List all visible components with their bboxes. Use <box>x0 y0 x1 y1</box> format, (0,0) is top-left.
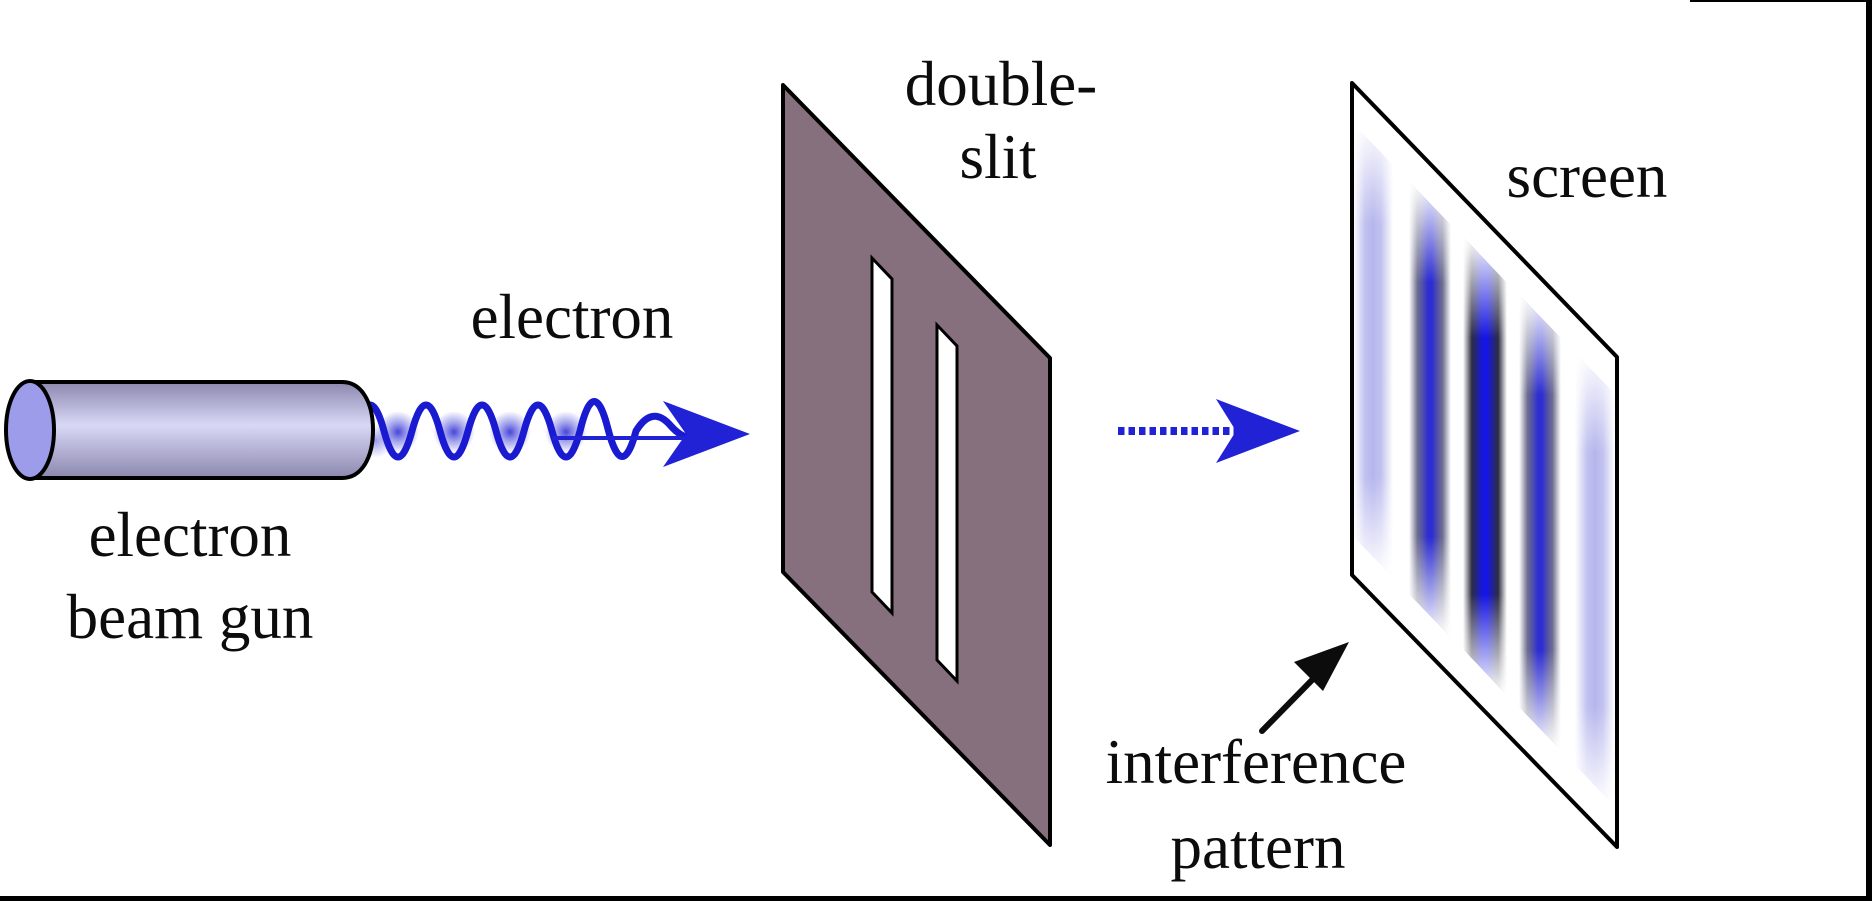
plate-panel <box>781 83 1052 847</box>
label-electron-beam-gun-line2: beam gun <box>67 582 314 652</box>
fringe-fade <box>1409 182 1451 637</box>
fringe-faint-1 <box>1353 124 1393 577</box>
label-electron-beam-gun-line1: electron <box>89 500 292 570</box>
dotted-arrowhead-icon <box>1216 399 1300 463</box>
label-electron: electron <box>471 282 674 352</box>
fringe-faint-2 <box>1575 353 1615 806</box>
gun-body <box>28 380 375 480</box>
pointer-arrowhead-icon <box>1294 642 1349 691</box>
double-slit-plate <box>781 83 1052 847</box>
fringe-fade <box>1575 353 1615 806</box>
label-interference-line2: pattern <box>1171 812 1346 882</box>
electron-beam-gun-cylinder <box>4 379 375 481</box>
detection-screen <box>1350 81 1619 849</box>
fringe-fade <box>1463 237 1507 695</box>
slit-left <box>870 254 894 617</box>
fringe-medium-1 <box>1409 182 1451 637</box>
label-interference-line1: interference <box>1106 727 1407 797</box>
fringe-medium-2 <box>1519 295 1561 750</box>
border-right <box>1866 0 1872 901</box>
gun-end-cap <box>4 379 56 481</box>
interference-pointer-arrow <box>1259 642 1349 734</box>
wave-arrowhead-icon <box>663 401 750 467</box>
dotted-direction-arrow <box>1118 399 1300 463</box>
interference-fringes <box>1353 124 1615 806</box>
pointer-arrow-shaft <box>1259 674 1318 734</box>
border-bottom <box>0 896 1872 901</box>
fringe-fade <box>1353 124 1393 577</box>
fringe-strong-center <box>1463 237 1507 695</box>
border-top-right <box>1690 0 1872 2</box>
fringe-fade <box>1519 295 1561 750</box>
label-screen: screen <box>1507 141 1668 211</box>
slit-right <box>935 321 959 685</box>
electron-matter-wave <box>352 398 700 461</box>
label-double-slit-line2: slit <box>959 122 1037 192</box>
screen-panel-outline <box>1350 81 1619 849</box>
label-double-slit-line1: double- <box>905 49 1097 119</box>
